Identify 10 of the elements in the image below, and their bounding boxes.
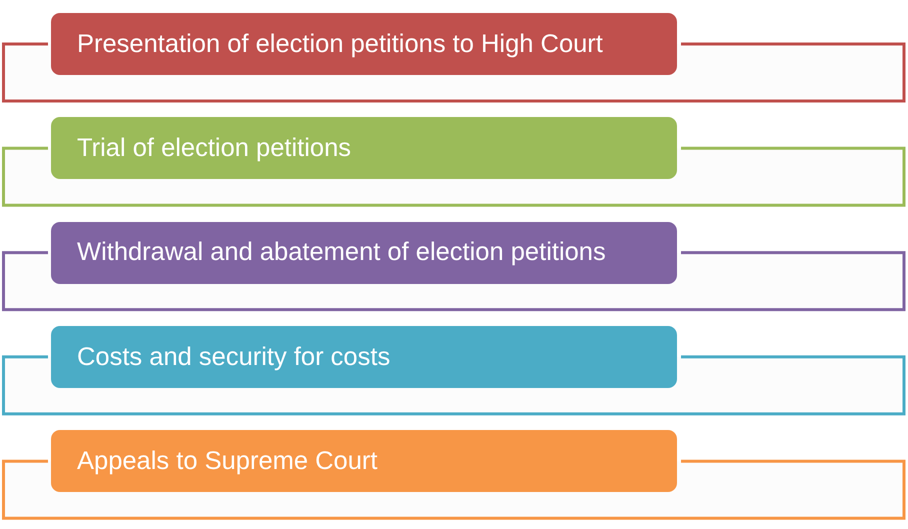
step-label: Presentation of election petitions to High Court bbox=[77, 28, 603, 60]
step-label: Costs and security for costs bbox=[77, 342, 390, 372]
step-label: Withdrawal and abatement of election petitions bbox=[77, 237, 606, 268]
step-label: Appeals to Supreme Court bbox=[77, 446, 378, 476]
step-label: Trial of election petitions bbox=[77, 133, 352, 164]
step-box bbox=[51, 222, 677, 284]
step-box bbox=[51, 326, 677, 388]
step-box bbox=[51, 117, 677, 180]
step-box bbox=[51, 430, 677, 492]
step-box bbox=[51, 13, 677, 75]
